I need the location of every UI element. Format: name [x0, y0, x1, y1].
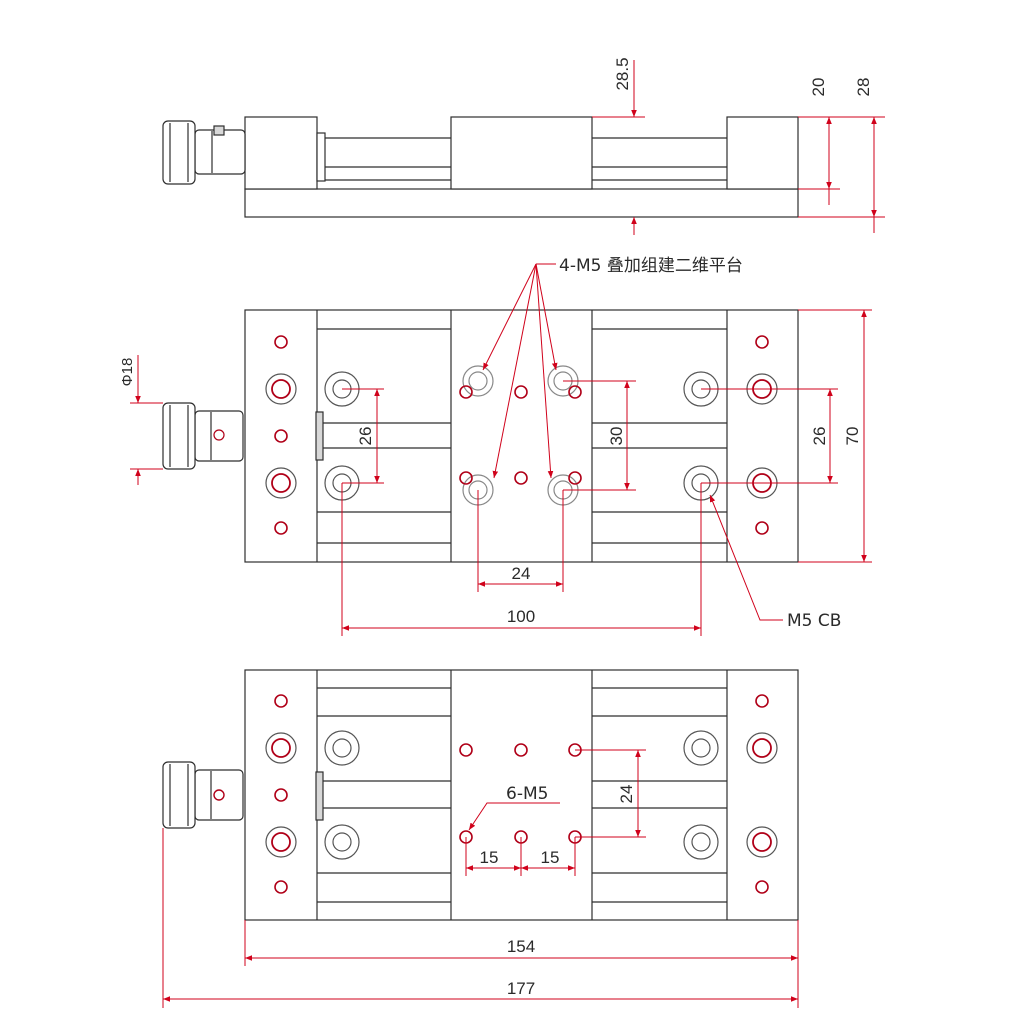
- top-knob-shaft: [194, 410, 244, 462]
- side-knob-shaft: [194, 129, 246, 175]
- dim-26-left-label: 26: [356, 427, 375, 446]
- top-rail-lines: [317, 328, 727, 544]
- side-view: 28.5 20 28: [162, 57, 885, 235]
- note-m5cb-leader: [709, 494, 783, 621]
- side-carriage: [450, 116, 593, 190]
- side-left-block: [244, 116, 318, 190]
- dim-28-label: 28: [854, 78, 873, 97]
- note-threaded-holes: 6-M5: [506, 784, 548, 804]
- top-view: 4-M5 叠加组建二维平台 Φ18 26 30 26 70 24: [119, 256, 872, 636]
- dim-24-label: 24: [512, 564, 531, 583]
- bottom-right-block-holes: [746, 694, 778, 894]
- top-left-block-holes: [265, 335, 297, 535]
- side-knob-nut: [213, 125, 225, 136]
- dim-20-label: 20: [809, 78, 828, 97]
- bottom-rail-lines: [317, 687, 727, 903]
- note-4m5-leader: [535, 263, 558, 371]
- dim-15-left-label: 15: [480, 848, 499, 867]
- bottom-view: 6-M5 24 15 15 154 177: [162, 669, 799, 1008]
- dim-phi18-label: Φ18: [119, 358, 136, 387]
- note-6m5-leader: [468, 802, 560, 831]
- top-screw-collar: [315, 411, 324, 461]
- dim-26-right-label: 26: [810, 427, 829, 446]
- bottom-base-outline: [244, 669, 799, 921]
- note-4m5-leader: [492, 263, 537, 479]
- side-screw-collar: [316, 132, 326, 182]
- side-right-block: [726, 116, 799, 190]
- dim-70-label: 70: [843, 427, 862, 446]
- note-4m5-leader: [535, 263, 554, 479]
- bottom-left-block-holes: [265, 694, 297, 894]
- bottom-counterbore-holes: [324, 730, 719, 860]
- side-base-plate: [244, 188, 799, 218]
- dim-177-label: 177: [507, 979, 535, 998]
- top-knob: [162, 402, 196, 470]
- bottom-screw-collar: [315, 771, 324, 821]
- side-knob: [162, 120, 196, 185]
- note-counterbore: M5 CB: [787, 611, 841, 631]
- dim-154-label: 154: [507, 937, 535, 956]
- dim-30-label: 30: [607, 427, 626, 446]
- bottom-knob-shaft: [194, 769, 244, 821]
- dim-bot24-label: 24: [617, 785, 636, 804]
- note-4m5-leader: [482, 263, 537, 371]
- dim-100-label: 100: [507, 607, 535, 626]
- dim-15-right-label: 15: [541, 848, 560, 867]
- note-stack-holes: 4-M5 叠加组建二维平台: [559, 256, 743, 276]
- dim-285-label: 28.5: [613, 57, 632, 90]
- top-base-outline: [244, 309, 799, 563]
- bottom-knob: [162, 761, 196, 829]
